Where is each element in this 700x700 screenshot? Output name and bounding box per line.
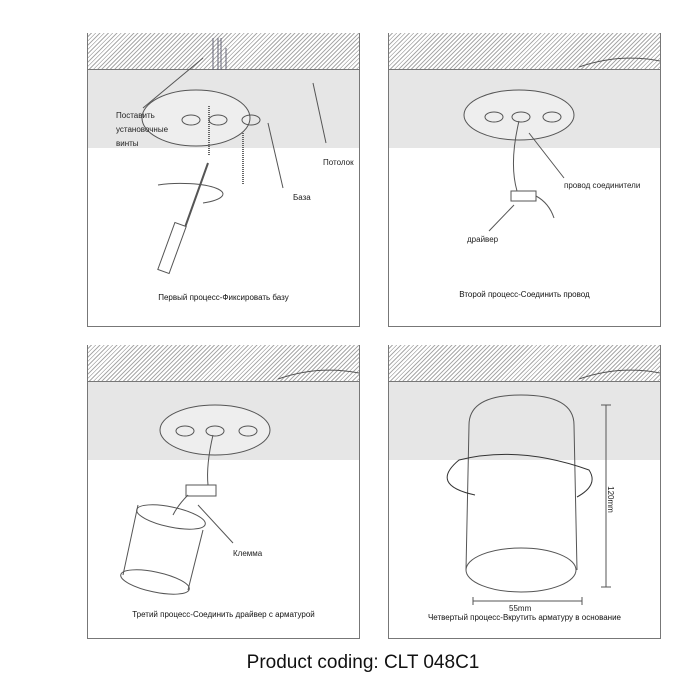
step-3-panel: Клемма Третий процесс-Соединить драйвер … (87, 345, 360, 639)
ceiling-hatch (389, 345, 660, 382)
wire-label: провод соединители (564, 181, 641, 190)
ceiling-hatch (88, 33, 359, 70)
ceiling-hatch (88, 345, 359, 382)
screws-label: Поставить установочные винты (116, 111, 169, 148)
ceiling-hatch (389, 33, 660, 70)
step-2-drawing (463, 57, 660, 232)
step-2-caption: Второй процесс-Соединить провод (459, 290, 590, 299)
step-3-caption: Третий процесс-Соединить драйвер с армат… (132, 610, 315, 619)
step-1-caption: Первый процесс-Фиксировать базу (158, 293, 289, 302)
step-4-panel: 120mm 55mm Четвертый процесс-Вкрутить ар… (388, 345, 661, 639)
base-label: База (293, 193, 311, 202)
step-2-panel: провод соединители драйвер Второй процес… (388, 33, 661, 327)
step-1-drawing (141, 38, 327, 275)
step-1-panel: Поставить установочные винты Потолок Баз… (87, 33, 360, 327)
product-coding: Product coding: CLT 048C1 (246, 652, 480, 673)
step-3-drawing (120, 369, 359, 595)
ceiling-label: Потолок (323, 158, 354, 167)
driver-label: драйвер (467, 235, 499, 244)
step-4-caption: Четвертый процесс-Вкрутить арматуру в ос… (427, 613, 622, 622)
step-4-drawing (446, 369, 660, 605)
terminal-label: Клемма (233, 549, 263, 558)
width-dimension: 55mm (509, 604, 532, 613)
height-dimension: 120mm (605, 486, 615, 513)
